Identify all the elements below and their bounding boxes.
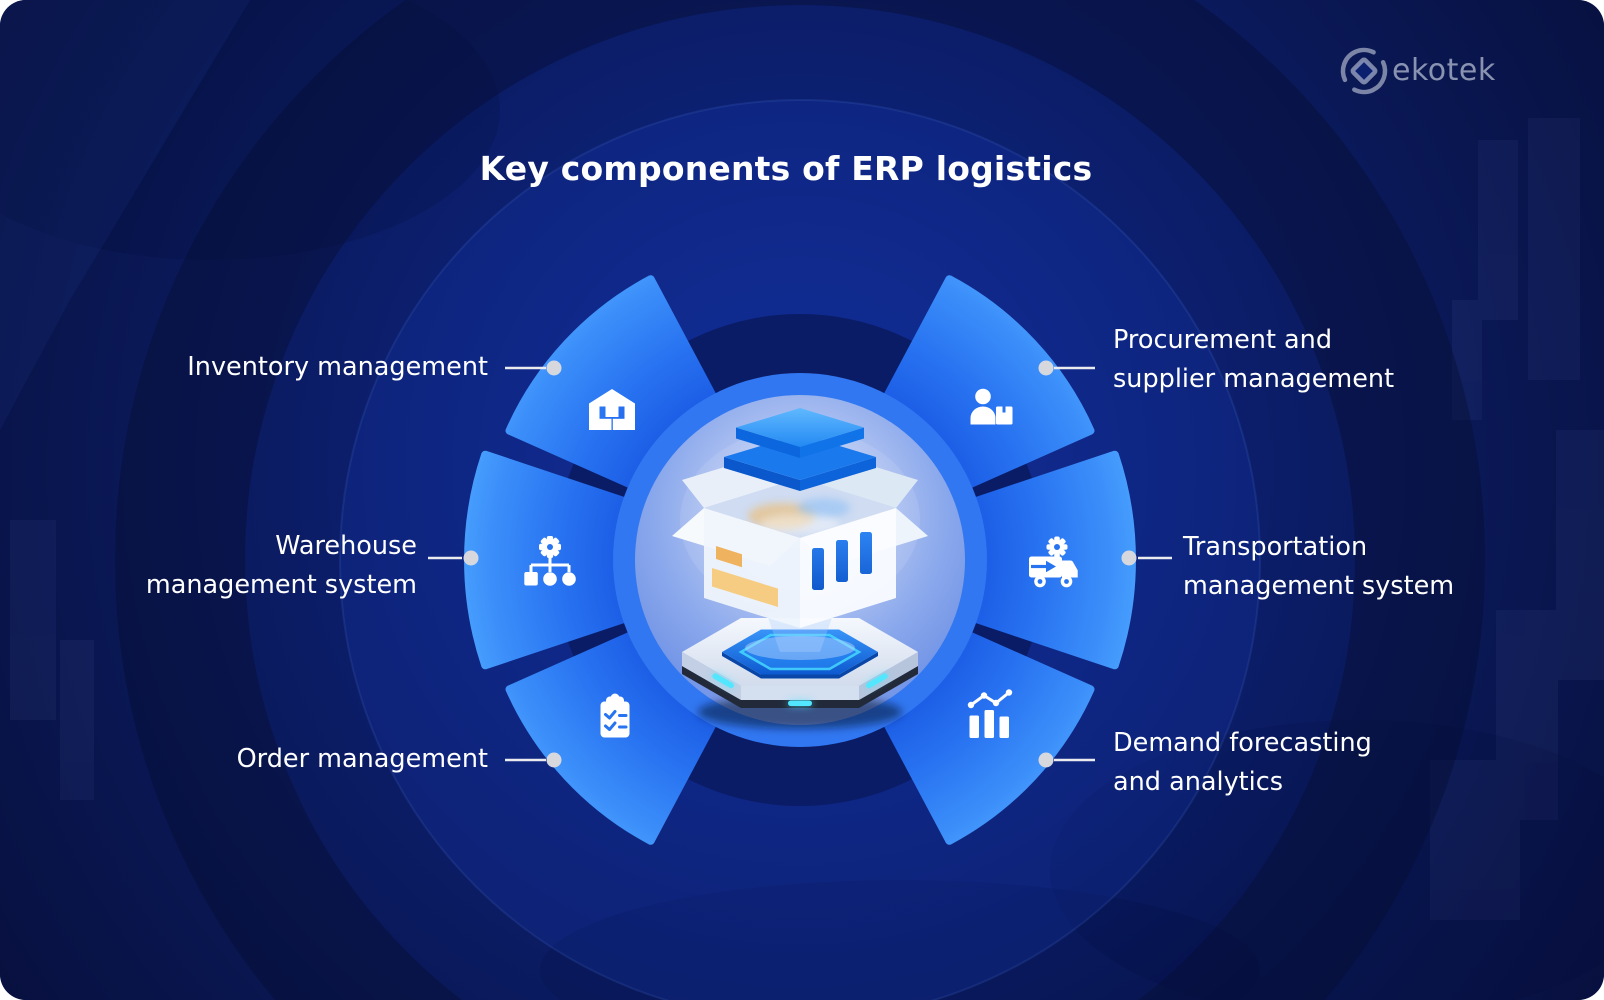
connector-dot bbox=[546, 752, 562, 768]
connector-procurement-and-supplier-management bbox=[1038, 360, 1095, 376]
workflow-hierarchy-gear-icon bbox=[524, 536, 576, 586]
connector-inventory-management bbox=[505, 360, 562, 376]
label-line: Demand forecasting bbox=[1113, 728, 1372, 758]
delivery-truck-gear-icon bbox=[1029, 536, 1078, 588]
label-transportation-management-system: Transportation management system bbox=[1183, 528, 1454, 606]
label-line: Procurement and bbox=[1113, 325, 1333, 355]
brand-logo-text: ekotek bbox=[1392, 53, 1496, 88]
erp-package-illustration bbox=[672, 408, 928, 729]
label-demand-forecasting-and-analytics: Demand forecasting and analytics bbox=[1113, 724, 1372, 802]
label-order-management: Order management bbox=[237, 740, 488, 779]
label-line: management system bbox=[145, 570, 417, 600]
clipboard-checklist-icon bbox=[600, 693, 630, 738]
connectors bbox=[428, 360, 1172, 768]
label-line: Warehouse bbox=[275, 531, 417, 561]
ekotek-logo-icon bbox=[1340, 47, 1388, 95]
label-procurement-and-supplier-management: Procurement and supplier management bbox=[1113, 321, 1394, 399]
page-title: Key components of ERP logistics bbox=[479, 149, 1093, 188]
background-streak bbox=[0, 0, 250, 430]
connector-dot bbox=[1038, 360, 1054, 376]
label-line: management system bbox=[1183, 571, 1455, 601]
label-line: supplier management bbox=[1113, 364, 1395, 394]
connector-dot bbox=[1121, 550, 1137, 566]
wedge-icons bbox=[524, 388, 1078, 738]
connector-dot bbox=[1038, 752, 1054, 768]
outer-ring-band bbox=[115, 0, 1485, 1000]
background-texture bbox=[10, 118, 1604, 920]
connector-transportation-management-system bbox=[1121, 550, 1172, 566]
connector-demand-forecasting-and-analytics bbox=[1038, 752, 1095, 768]
platform-light-bars bbox=[712, 673, 888, 706]
label-warehouse-management-system: Warehouse management system bbox=[146, 527, 417, 605]
person-package-icon bbox=[970, 388, 1013, 425]
label-line: Order management bbox=[236, 744, 488, 774]
label-line: Transportation bbox=[1183, 532, 1368, 562]
label-line: Inventory management bbox=[187, 352, 488, 382]
warehouse-icon bbox=[589, 389, 635, 430]
label-inventory-management: Inventory management bbox=[187, 348, 488, 387]
connector-warehouse-management-system bbox=[428, 550, 479, 566]
label-line: and analytics bbox=[1113, 767, 1284, 797]
connector-dot bbox=[546, 360, 562, 376]
connector-order-management bbox=[505, 752, 562, 768]
connector-dot bbox=[463, 550, 479, 566]
bar-line-chart-icon bbox=[967, 689, 1013, 738]
